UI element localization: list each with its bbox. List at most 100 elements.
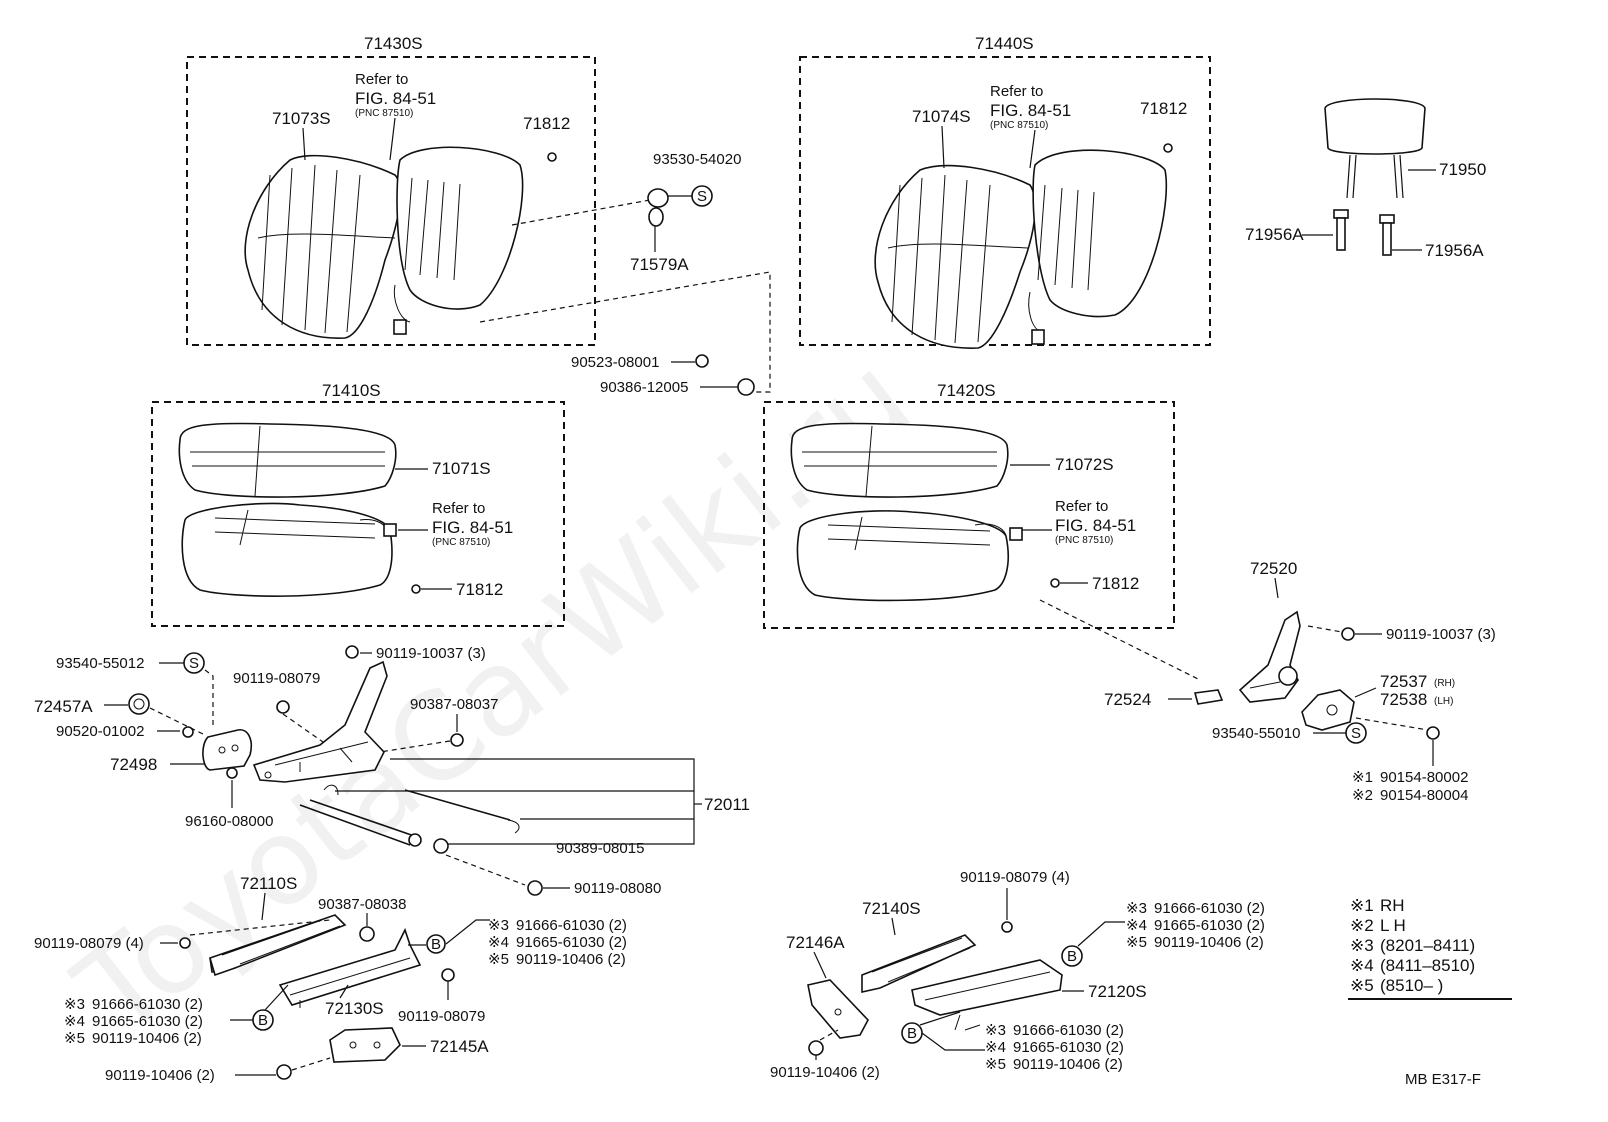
note3-part-b[interactable]: 91666-61030 (2) <box>92 996 203 1013</box>
part-72130S[interactable]: 72130S <box>325 999 384 1018</box>
part-90119-10406-2-left[interactable]: 90119-10406 (2) <box>105 1067 215 1084</box>
part-90523-08001[interactable]: 90523-08001 <box>571 354 659 371</box>
note3-part-d[interactable]: 91666-61030 (2) <box>1013 1022 1124 1039</box>
reference-code: MB E317-F <box>1405 1071 1481 1088</box>
note3-part-c[interactable]: 91666-61030 (2) <box>1154 900 1265 917</box>
label-pnc-left-cushion: (PNC 87510) <box>432 537 490 548</box>
assembly-label-71410S[interactable]: 71410S <box>322 381 381 400</box>
label-lh: (LH) <box>1434 696 1453 707</box>
part-71812-right-cushion[interactable]: 71812 <box>1092 574 1139 593</box>
part-90387-08037[interactable]: 90387-08037 <box>410 696 498 713</box>
note5-part-d[interactable]: 90119-10406 (2) <box>1013 1056 1123 1073</box>
part-90119-08079-left[interactable]: 90119-08079 <box>233 670 320 687</box>
note5-part-a[interactable]: 90119-10406 (2) <box>516 951 626 968</box>
part-71956A-left[interactable]: 71956A <box>1245 225 1304 244</box>
note4-part-c[interactable]: 91665-61030 (2) <box>1154 917 1265 934</box>
part-96160-08000[interactable]: 96160-08000 <box>185 813 273 830</box>
headrest-support-left <box>1333 209 1349 251</box>
part-72537[interactable]: 72537 <box>1380 672 1427 691</box>
mark-b-circle-3 <box>1061 945 1083 967</box>
cover-72498 <box>202 729 253 771</box>
bolt-90119-10406-left <box>276 1064 292 1080</box>
part-71074S[interactable]: 71074S <box>912 107 971 126</box>
note5-part-b[interactable]: 90119-10406 (2) <box>92 1030 202 1047</box>
label-rh: (RH) <box>1434 678 1455 689</box>
mark-s-2: S <box>189 655 199 672</box>
part-72120S[interactable]: 72120S <box>1088 982 1147 1001</box>
note3-part-a[interactable]: 91666-61030 (2) <box>516 917 627 934</box>
part-71072S[interactable]: 71072S <box>1055 455 1114 474</box>
label-fig-right-back[interactable]: FIG. 84-51 <box>990 101 1071 120</box>
part-71956A-right[interactable]: 71956A <box>1425 241 1484 260</box>
part-72498[interactable]: 72498 <box>110 755 157 774</box>
part-93540-55012[interactable]: 93540-55012 <box>56 655 144 672</box>
note4-part-b[interactable]: 91665-61030 (2) <box>92 1013 203 1030</box>
part-90387-08038[interactable]: 90387-08038 <box>318 896 406 913</box>
part-71812-left-cushion[interactable]: 71812 <box>456 580 503 599</box>
note5-mark-d: ※5 <box>985 1056 1006 1073</box>
part-72145A[interactable]: 72145A <box>430 1037 489 1056</box>
note1-part[interactable]: 90154-80002 <box>1380 769 1468 786</box>
note4-part-a[interactable]: 91665-61030 (2) <box>516 934 627 951</box>
label-fig-right-cushion[interactable]: FIG. 84-51 <box>1055 516 1136 535</box>
part-72140S[interactable]: 72140S <box>862 899 921 918</box>
bolt-90119-08079-left <box>276 700 290 714</box>
note4-mark-b: ※4 <box>64 1013 85 1030</box>
headrest-support-right <box>1379 214 1395 256</box>
assembly-label-71420S[interactable]: 71420S <box>937 381 996 400</box>
part-72524[interactable]: 72524 <box>1104 690 1151 709</box>
part-90119-10037-right[interactable]: 90119-10037 (3) <box>1386 626 1496 643</box>
bushing-90387-08037 <box>450 733 464 747</box>
note4-part-d[interactable]: 91665-61030 (2) <box>1013 1039 1124 1056</box>
part-72520[interactable]: 72520 <box>1250 559 1297 578</box>
label-refer-to-right-back: Refer to <box>990 83 1043 100</box>
part-93540-55010[interactable]: 93540-55010 <box>1212 725 1300 742</box>
part-90386-12005[interactable]: 90386-12005 <box>600 379 688 396</box>
part-71071S[interactable]: 71071S <box>432 459 491 478</box>
part-71812-left-back[interactable]: 71812 <box>523 114 570 133</box>
label-fig-left-back[interactable]: FIG. 84-51 <box>355 89 436 108</box>
assembly-label-71440S[interactable]: 71440S <box>975 34 1034 53</box>
part-90119-10037-left[interactable]: 90119-10037 (3) <box>376 645 486 662</box>
note2-part[interactable]: 90154-80004 <box>1380 787 1468 804</box>
note5-mark-c: ※5 <box>1126 934 1147 951</box>
part-72110S[interactable]: 72110S <box>240 874 297 893</box>
part-71950[interactable]: 71950 <box>1439 160 1486 179</box>
nut-96160 <box>226 767 238 779</box>
part-90520-01002[interactable]: 90520-01002 <box>56 723 144 740</box>
knob-72457A <box>128 693 150 715</box>
part-93530-54020[interactable]: 93530-54020 <box>653 151 741 168</box>
legend-text-2: L H <box>1380 916 1406 935</box>
bolt-90119-08079-left-track <box>441 968 455 982</box>
part-90389-08015[interactable]: 90389-08015 <box>556 840 644 857</box>
part-90119-08079-left-track[interactable]: 90119-08079 <box>398 1008 485 1025</box>
bolt-90119-08079-4-right <box>1001 921 1013 933</box>
part-72011[interactable]: 72011 <box>704 795 750 814</box>
recliner-72520 <box>1238 610 1301 703</box>
part-71812-right-back[interactable]: 71812 <box>1140 99 1187 118</box>
part-90119-08080[interactable]: 90119-08080 <box>574 880 661 897</box>
part-72146A[interactable]: 72146A <box>786 933 845 952</box>
note5-mark-a: ※5 <box>488 951 509 968</box>
note5-mark-b: ※5 <box>64 1030 85 1047</box>
part-90119-08079-4-right[interactable]: 90119-08079 (4) <box>960 869 1070 886</box>
seatback-cover-left <box>244 146 524 339</box>
legend-mark-2: ※2 <box>1350 916 1374 935</box>
label-pnc-right-back: (PNC 87510) <box>990 120 1048 131</box>
part-72538[interactable]: 72538 <box>1380 690 1427 709</box>
part-90119-08079-4-left[interactable]: 90119-08079 (4) <box>34 935 144 952</box>
note3-mark-b: ※3 <box>64 996 85 1013</box>
legend-text-5: (8510– ) <box>1380 976 1443 995</box>
knob-71579A <box>648 207 664 227</box>
screw-90154 <box>1426 726 1440 740</box>
part-72457A[interactable]: 72457A <box>34 697 93 716</box>
part-90119-10406-2-right[interactable]: 90119-10406 (2) <box>770 1064 880 1081</box>
label-fig-left-cushion[interactable]: FIG. 84-51 <box>432 518 513 537</box>
mark-b-circle-2 <box>252 1009 274 1031</box>
headrest-71950 <box>1324 98 1426 199</box>
part-71073S[interactable]: 71073S <box>272 109 331 128</box>
assembly-label-71430S[interactable]: 71430S <box>364 34 423 53</box>
note5-part-c[interactable]: 90119-10406 (2) <box>1154 934 1264 951</box>
mark-b-circle-1 <box>426 934 446 954</box>
part-71579A[interactable]: 71579A <box>630 255 689 274</box>
